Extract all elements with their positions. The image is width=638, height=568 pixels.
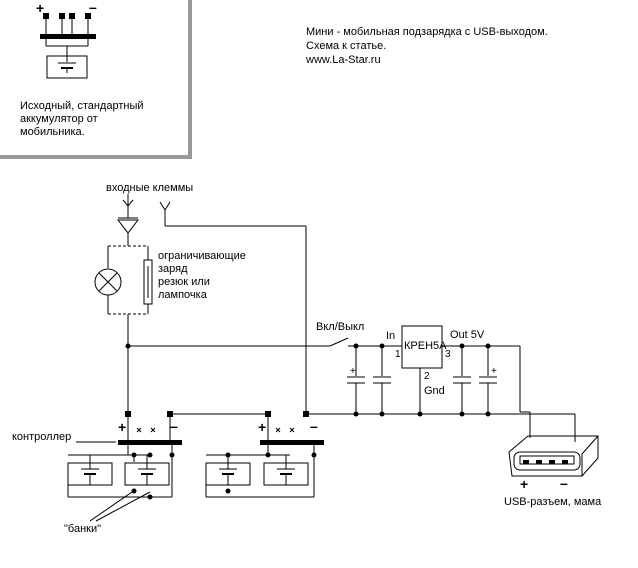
regulator-label: КРЕН5А xyxy=(404,340,447,352)
cells-leader-1 xyxy=(89,491,133,522)
input-capacitors xyxy=(347,346,391,414)
output-label: Out 5V xyxy=(450,329,485,341)
legend-battery-symbol xyxy=(40,13,96,79)
battery-pack-right xyxy=(205,414,324,498)
header-line-1: Мини - мобильная подзарядка с USB-выходо… xyxy=(306,26,548,38)
header-line-2: Схема к статье. xyxy=(306,40,387,52)
legend-frame xyxy=(0,0,192,159)
cap-c1-plus: + xyxy=(350,366,356,377)
bus-wires xyxy=(128,337,576,442)
pin-1-label: 1 xyxy=(395,349,401,360)
output-capacitors xyxy=(453,346,497,414)
pin-3-label: 3 xyxy=(445,349,451,360)
header-link[interactable]: www.La-Star.ru xyxy=(306,54,381,66)
pack-right-minus: – xyxy=(310,418,318,434)
pack-left-plus: + xyxy=(118,419,127,435)
input-terminals-label: входные клеммы xyxy=(106,182,194,194)
switch-label: Вкл/Выкл xyxy=(316,321,365,333)
legend-minus: – xyxy=(89,0,97,15)
regulator xyxy=(401,325,456,414)
cells-label: "банки" xyxy=(64,523,102,535)
battery-pack-left xyxy=(67,414,182,498)
usb-label: USB-разъем, мама xyxy=(504,496,602,508)
usb-minus: – xyxy=(560,475,568,491)
pin-in-label: In xyxy=(386,330,396,342)
controller-pin-marks xyxy=(136,427,295,433)
cap-c4-plus: + xyxy=(491,366,497,377)
limiter-label: ограничивающие заряд резюк или лампочка xyxy=(158,250,246,301)
legend-caption: Исходный, стандартный аккумулятор от моб… xyxy=(20,100,144,138)
legend-plus: + xyxy=(36,0,45,16)
cells-leader-2 xyxy=(95,491,151,522)
pack-left-minus: – xyxy=(170,418,178,434)
gnd-label: Gnd xyxy=(424,385,445,397)
controller-label: контроллер xyxy=(12,431,72,443)
pin-2-label: 2 xyxy=(424,371,430,382)
pack-right-plus: + xyxy=(258,419,267,435)
limiter-network xyxy=(94,245,153,414)
usb-plus: + xyxy=(520,476,529,492)
usb-socket xyxy=(508,435,599,477)
diode xyxy=(116,206,140,246)
junctions xyxy=(125,343,491,500)
